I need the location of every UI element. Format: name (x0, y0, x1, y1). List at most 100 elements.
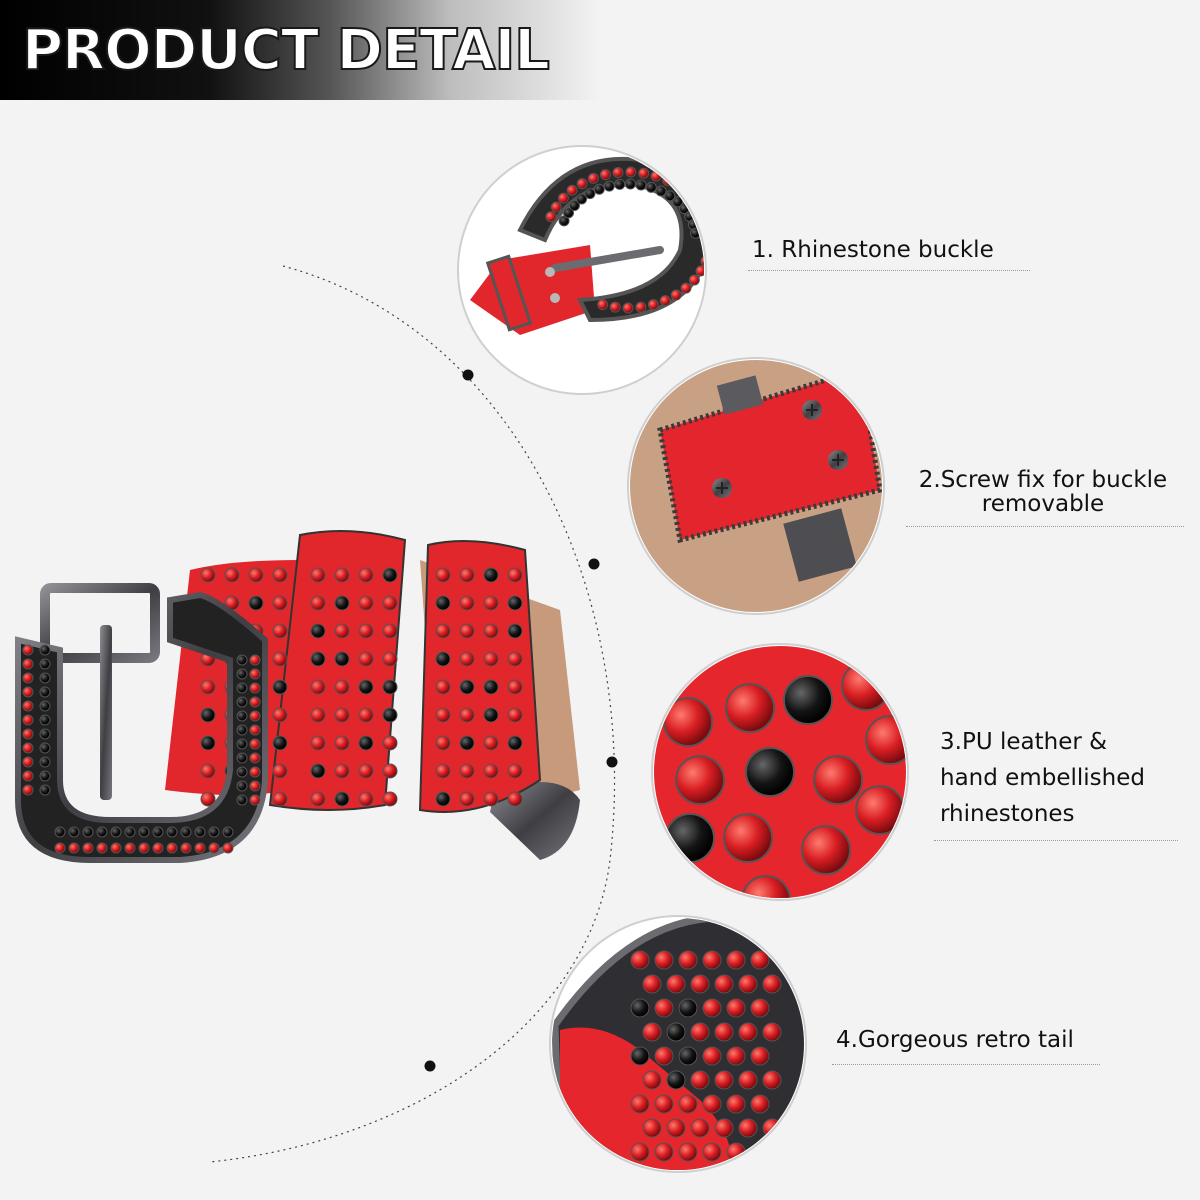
rhinestone (358, 763, 374, 779)
rhinestone (738, 1118, 758, 1138)
rhinestone (39, 770, 51, 782)
rhinestone (382, 623, 398, 639)
rhinestone (483, 763, 499, 779)
rhinestone (334, 763, 350, 779)
screw-icon (712, 400, 848, 498)
detail-circle-tail (549, 915, 807, 1173)
rhinestone (762, 974, 782, 994)
rhinestone (483, 595, 499, 611)
rhinestone (435, 679, 451, 695)
rhinestone (22, 756, 34, 768)
feature-line-3 (934, 840, 1178, 841)
rhinestone (166, 826, 178, 838)
rhinestone (750, 950, 770, 970)
rhinestone (576, 193, 588, 205)
rhinestone (459, 735, 475, 751)
rhinestone (236, 654, 248, 666)
rhinestone (236, 682, 248, 694)
rhinestone (576, 178, 588, 190)
rhinestone (435, 651, 451, 667)
rhinestone (222, 842, 234, 854)
rhinestone (654, 998, 674, 1018)
rhinestone (82, 826, 94, 838)
rhinestone (550, 201, 562, 213)
rhinestone (507, 567, 523, 583)
feature-label-1: 1. Rhinestone buckle (752, 232, 994, 268)
rhinestone (603, 180, 615, 192)
rhinestone (690, 1070, 710, 1090)
rhinestone (124, 842, 136, 854)
rhinestone (675, 755, 725, 805)
feature-line-2 (906, 526, 1184, 527)
rhinestone (39, 700, 51, 712)
rhinestone (435, 791, 451, 807)
rhinestone (272, 707, 288, 723)
rhinestone (702, 1046, 722, 1066)
rhinestone (310, 707, 326, 723)
rhinestone (568, 200, 580, 212)
rhinestone (39, 756, 51, 768)
rhinestone (194, 842, 206, 854)
rhinestone (22, 658, 34, 670)
rhinestone (483, 651, 499, 667)
rhinestone (702, 998, 722, 1018)
rhinestone (200, 791, 216, 807)
rhinestone (200, 679, 216, 695)
rhinestone (597, 299, 609, 311)
rhinestone (236, 668, 248, 680)
guide-arc (209, 265, 616, 1163)
rhinestone (236, 710, 248, 722)
rhinestone (110, 842, 122, 854)
rhinestone (738, 1022, 758, 1042)
rhinestone (272, 595, 288, 611)
rhinestone (249, 668, 261, 680)
rhinestone (236, 738, 248, 750)
rhinestone (741, 875, 791, 898)
rhinestone (382, 567, 398, 583)
rhinestone (435, 707, 451, 723)
feature-3-text-line-2: hand embellished (940, 765, 1145, 791)
rhinestone (545, 211, 557, 223)
rhinestone (334, 651, 350, 667)
rhinestone (194, 826, 206, 838)
rhinestone (272, 763, 288, 779)
rhinestone (54, 826, 66, 838)
rhinestone (208, 826, 220, 838)
rhinestone (630, 1142, 650, 1162)
rhinestone (654, 1142, 674, 1162)
rhinestone (726, 998, 746, 1018)
rhinestone (310, 679, 326, 695)
rhinestone (249, 780, 261, 792)
rhinestone (690, 1118, 710, 1138)
rhinestone (702, 1094, 722, 1114)
rhinestone (507, 595, 523, 611)
rhinestone (714, 1022, 734, 1042)
rhinestone (459, 679, 475, 695)
rhinestone (726, 1094, 746, 1114)
rhinestone (630, 1094, 650, 1114)
rhinestone (678, 1142, 698, 1162)
guide-dot-1 (462, 369, 474, 381)
rhinestone (358, 567, 374, 583)
rhinestone (459, 651, 475, 667)
rhinestone (507, 679, 523, 695)
rhinestone (334, 567, 350, 583)
rhinestone (358, 595, 374, 611)
rhinestone (726, 1046, 746, 1066)
rhinestone (655, 185, 667, 197)
rhinestone (334, 679, 350, 695)
rhinestone (483, 567, 499, 583)
rhinestone (630, 998, 650, 1018)
rhinestone (54, 842, 66, 854)
rhinestone (358, 651, 374, 667)
guide-dot-2 (588, 558, 600, 570)
rhinestone (334, 707, 350, 723)
rhinestone (435, 735, 451, 751)
rhinestone (841, 661, 891, 711)
rhinestone (557, 192, 569, 204)
rhinestone (180, 842, 192, 854)
rhinestone (593, 183, 605, 195)
rhinestone (696, 205, 704, 217)
